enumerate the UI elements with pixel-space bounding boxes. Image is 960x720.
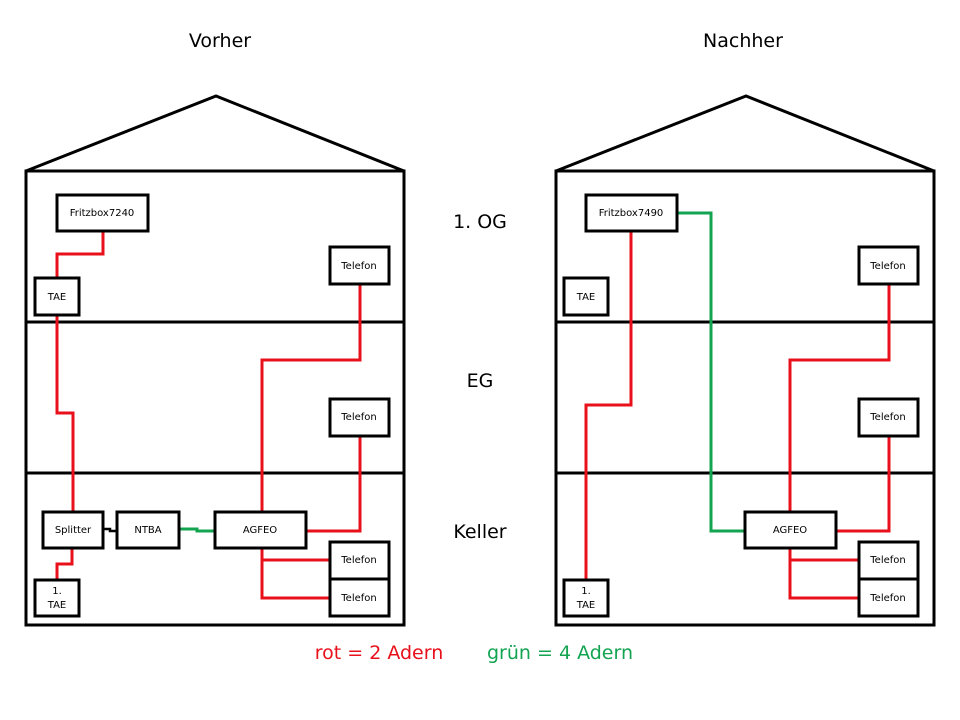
- device-agfeo-after[interactable]: AGFEO: [743, 510, 838, 550]
- device-tae-og-after[interactable]: TAE: [562, 276, 610, 317]
- device-tae1-after[interactable]: 1. TAE: [562, 578, 610, 618]
- house-after: Fritzbox7490 TAE Telefon Telefon AGFEO T…: [554, 94, 936, 627]
- wire-telefon-eg-agfeo-before: [306, 436, 362, 533]
- device-label: AGFEO: [773, 525, 807, 536]
- device-fritzbox-after[interactable]: Fritzbox7490: [584, 193, 679, 233]
- device-label: Fritzbox7490: [599, 208, 664, 219]
- device-label: Fritzbox7240: [70, 208, 135, 219]
- roof-before: [25, 94, 405, 173]
- device-telefon-eg-before[interactable]: Telefon: [328, 397, 391, 438]
- device-label-line1: 1.: [581, 586, 591, 597]
- device-fritzbox-before[interactable]: Fritzbox7240: [55, 193, 150, 233]
- wire-telefon-og-agfeo-after: [788, 284, 891, 512]
- device-telefon-k2-after[interactable]: Telefon: [857, 577, 920, 618]
- device-telefon-og-before[interactable]: Telefon: [328, 245, 391, 286]
- wire-agfeo-telefon-k1-before: [260, 548, 329, 562]
- floor-label-eg: EG: [467, 370, 494, 392]
- device-label: AGFEO: [243, 525, 277, 536]
- device-splitter-before[interactable]: Splitter: [41, 510, 105, 550]
- device-ntba-before[interactable]: NTBA: [115, 510, 181, 550]
- device-label: NTBA: [134, 525, 161, 536]
- device-label-line2: TAE: [576, 600, 596, 611]
- device-label: Splitter: [55, 525, 92, 536]
- device-label: Telefon: [869, 261, 905, 272]
- wire-telefon-og-agfeo-before: [260, 284, 362, 512]
- device-label: Telefon: [869, 593, 905, 604]
- wire-fritzbox-agfeo-after: [677, 211, 745, 533]
- device-label: Telefon: [340, 593, 376, 604]
- device-label: TAE: [47, 292, 67, 303]
- title-after: Nachher: [703, 30, 783, 52]
- device-label: Telefon: [340, 555, 376, 566]
- wire-agfeo-telefon-k2-before: [260, 560, 329, 600]
- device-tae-og-before[interactable]: TAE: [33, 276, 81, 317]
- device-label: TAE: [576, 292, 596, 303]
- house-before: Fritzbox7240 TAE Telefon Telefon Splitte…: [24, 94, 406, 627]
- wire-fritzbox-tae-before: [55, 232, 105, 282]
- wire-splitter-tae1-before: [55, 548, 74, 580]
- wire-agfeo-telefon-k1-after: [788, 548, 859, 562]
- device-tae1-before[interactable]: 1. TAE: [33, 578, 81, 618]
- device-label-line1: 1.: [52, 586, 62, 597]
- wire-telefon-eg-agfeo-after: [836, 436, 891, 533]
- wire-splitter-ntba-before: [103, 527, 117, 533]
- device-telefon-eg-after[interactable]: Telefon: [857, 397, 920, 438]
- device-telefon-k1-after[interactable]: Telefon: [857, 540, 920, 581]
- device-label: Telefon: [869, 412, 905, 423]
- house-outline-before: [24, 169, 406, 627]
- device-label-line2: TAE: [47, 600, 67, 611]
- wire-ntba-agfeo-before: [179, 527, 214, 533]
- legend-red: rot = 2 Adern: [315, 642, 444, 664]
- wire-fritzbox-tae1-after: [584, 232, 633, 580]
- wire-tae-splitter-before: [55, 315, 75, 512]
- house-outline-after: [554, 169, 936, 627]
- roof-after: [555, 94, 935, 173]
- device-label: Telefon: [869, 555, 905, 566]
- legend-green: grün = 4 Adern: [487, 642, 633, 664]
- device-agfeo-before[interactable]: AGFEO: [213, 510, 308, 550]
- title-before: Vorher: [189, 30, 251, 52]
- device-telefon-k2-before[interactable]: Telefon: [328, 577, 391, 618]
- floor-label-keller: Keller: [453, 521, 506, 543]
- device-label: Telefon: [340, 261, 376, 272]
- device-telefon-og-after[interactable]: Telefon: [857, 245, 920, 286]
- floor-label-og: 1. OG: [453, 211, 507, 233]
- wire-agfeo-telefon-k2-after: [788, 560, 859, 600]
- device-label: Telefon: [340, 412, 376, 423]
- device-telefon-k1-before[interactable]: Telefon: [328, 540, 391, 581]
